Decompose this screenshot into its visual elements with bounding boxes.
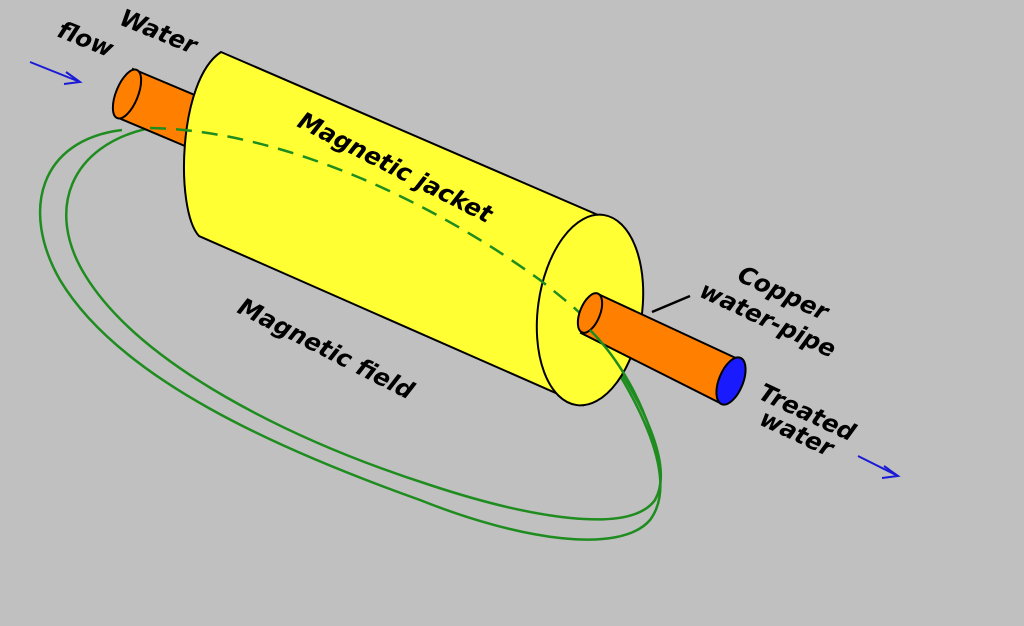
magnetic-field-loops (38, 126, 662, 541)
outlet-pipe-opening (715, 356, 747, 406)
magnetic-jacket (182, 50, 645, 407)
inlet-pipe-end (111, 68, 143, 120)
outlet-pipe (576, 292, 747, 406)
field-line-through-jacket (149, 126, 601, 336)
outlet-flow-arrow (857, 455, 901, 479)
field-line-front-segment (589, 329, 662, 471)
field-loop-inner (64, 126, 662, 521)
jacket-body (182, 50, 600, 407)
inlet-flow-arrow (29, 61, 83, 85)
water-flow-label-line1: Water (116, 4, 203, 61)
water-flow-label-line2: flow (54, 16, 119, 64)
outlet-pipe-start (576, 292, 604, 334)
pipe-label-leader (651, 294, 691, 314)
inlet-pipe (111, 67, 199, 148)
